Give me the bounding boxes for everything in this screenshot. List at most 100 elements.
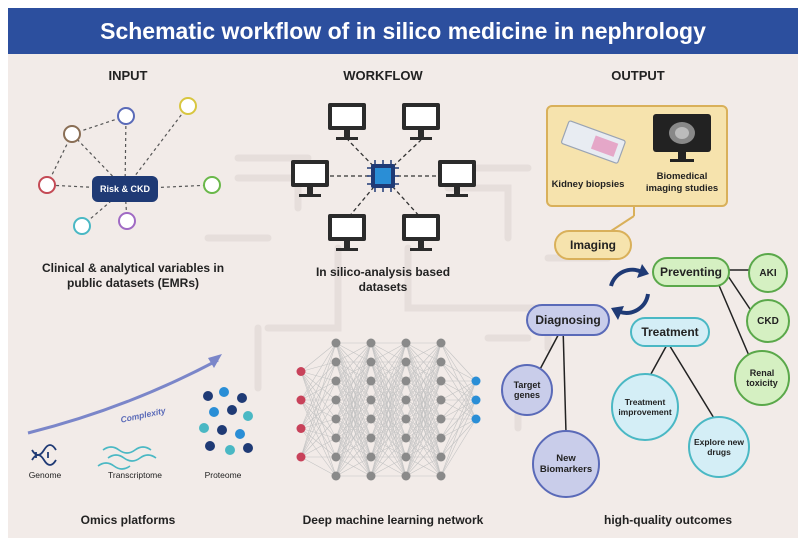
network-edge [370, 342, 407, 420]
network-edge [370, 399, 407, 477]
network-hidden-neuron [366, 357, 376, 367]
omics-graphic [27, 354, 253, 470]
input-node [118, 212, 136, 230]
diagram-canvas: Schematic workflow of in silico medicine… [8, 8, 798, 538]
biopsy-slide-icon [561, 120, 626, 164]
omics-caption: Omics platforms [80, 513, 176, 527]
network-edge [440, 380, 477, 420]
network-edge [370, 418, 407, 477]
proteome-icon [199, 387, 253, 455]
network-edge [440, 380, 477, 439]
network-edge [300, 342, 337, 401]
network-hidden-neuron [436, 395, 446, 405]
network-edge [405, 342, 442, 477]
network-edge [300, 399, 337, 458]
cycle-arrows-icon [609, 267, 650, 315]
computer-icon [438, 160, 476, 197]
input-node [38, 176, 56, 194]
network-edge [300, 428, 337, 458]
network-edge [300, 361, 337, 372]
input-header: INPUT [108, 68, 148, 83]
input-node [203, 176, 221, 194]
network-hidden-neuron [436, 338, 446, 348]
network-hidden-neuron [331, 338, 341, 348]
network-edge [440, 380, 477, 458]
network-hidden-neuron [436, 433, 446, 443]
network-edge [300, 342, 337, 458]
biomedical-imaging-label: Biomedical imaging studies [645, 171, 719, 194]
network-edge [300, 361, 337, 429]
network-hidden-neuron [366, 433, 376, 443]
computer-icon [402, 214, 440, 251]
network-hidden-neuron [401, 338, 411, 348]
network-edge [370, 380, 407, 477]
network-edge [370, 342, 407, 458]
diagram-title: Schematic workflow of in silico medicine… [8, 8, 798, 54]
network-edge [300, 428, 337, 439]
network-edge [335, 342, 372, 401]
network-edge [300, 418, 337, 458]
cpu-chip-icon [367, 160, 399, 192]
aki-node: AKI [748, 253, 788, 293]
target-genes-node: Target genes [501, 364, 553, 416]
network-hidden-neuron [366, 452, 376, 462]
input-node [63, 125, 81, 143]
imaging-node: Imaging [554, 230, 632, 260]
network-edge [370, 342, 407, 439]
network-edge [300, 399, 337, 429]
network-edge [335, 361, 372, 477]
network-edge [405, 437, 442, 477]
monitor-brain-icon [653, 114, 711, 162]
network-edge [300, 418, 337, 429]
network-edge [405, 342, 442, 401]
network-hidden-neuron [331, 395, 341, 405]
dna-icon [31, 444, 57, 466]
rna-strands-icon [97, 446, 157, 470]
treatment-node: Treatment [630, 317, 710, 347]
risk-ckd-hub: Risk & CKD [92, 176, 158, 202]
genome-label: Genome [28, 470, 62, 480]
network-edge [300, 342, 337, 429]
computer-icon [402, 103, 440, 140]
network-hidden-neuron [331, 471, 341, 481]
network-hidden-neuron [366, 414, 376, 424]
network-hidden-neuron [331, 414, 341, 424]
network-input-neuron [296, 367, 306, 376]
transcriptome-label: Transcriptome [107, 470, 162, 480]
network-edge [405, 456, 442, 477]
network-edge [440, 399, 477, 477]
network-edge [405, 342, 442, 439]
network-edge [335, 456, 372, 477]
network-edge [300, 361, 337, 458]
network-edge [335, 342, 372, 382]
network-edge [300, 380, 337, 401]
computer-icon [291, 160, 329, 197]
workflow-computers [291, 103, 476, 251]
network-edge [370, 342, 407, 477]
network-edge [335, 342, 372, 458]
computer-icon [328, 214, 366, 251]
network-caption: Deep machine learning network [302, 513, 484, 527]
complexity-arrow-icon [208, 354, 222, 368]
network-input-neuron [296, 395, 306, 405]
network-edge [300, 456, 337, 477]
kidney-biopsies-label: Kidney biopsies [551, 179, 625, 190]
new-biomarkers-node: New Biomarkers [532, 430, 600, 498]
workflow-caption: In silico-analysis based datasets [315, 265, 451, 294]
proteome-label: Proteome [204, 470, 242, 480]
network-hidden-neuron [436, 357, 446, 367]
network-edge [440, 380, 477, 477]
network-output-neuron [471, 395, 481, 405]
network-hidden-neuron [436, 414, 446, 424]
workflow-header: WORKFLOW [343, 68, 423, 83]
output-caption: high-quality outcomes [603, 513, 732, 527]
neural-network [296, 338, 481, 481]
network-edge [405, 342, 442, 458]
input-node [73, 217, 91, 235]
network-hidden-neuron [401, 357, 411, 367]
network-edge [370, 361, 407, 477]
network-edge [440, 361, 477, 382]
network-edge [405, 418, 442, 477]
network-hidden-neuron [331, 376, 341, 386]
network-edge [300, 371, 337, 382]
